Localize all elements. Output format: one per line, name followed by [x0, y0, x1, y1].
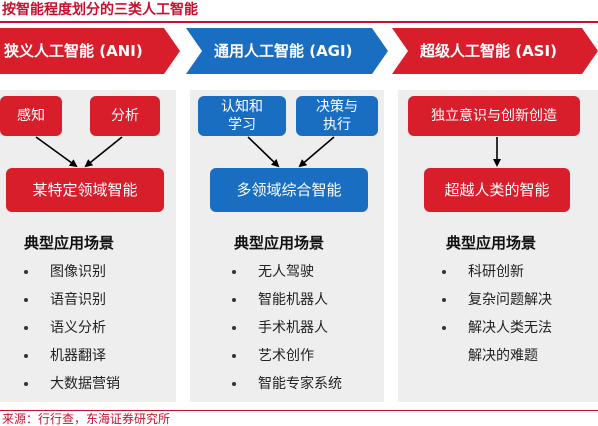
footer-divider [0, 410, 598, 411]
list-item: 机器翻译 [22, 342, 120, 370]
banner-agi-label: 通用人工智能 (AGI) [214, 42, 353, 60]
panel-agi [190, 90, 384, 402]
banner-ani-label: 狭义人工智能 (ANI) [4, 42, 143, 60]
list-item: 无人驾驶 [230, 258, 342, 286]
ani-app-list: 图像识别 语音识别 语义分析 机器翻译 大数据营销 [22, 258, 120, 398]
banner-ani: 狭义人工智能 (ANI) [0, 28, 180, 74]
title-divider [0, 21, 598, 23]
banner-asi-label: 超级人工智能 (ASI) [420, 42, 557, 60]
output-super-intelligence: 超越人类的智能 [424, 168, 570, 212]
asi-app-list: 科研创新 复杂问题解决 解决人类无法 解决的难题 [440, 258, 552, 370]
input-independent-consciousness: 独立意识与创新创造 [408, 96, 580, 136]
list-item: 解决人类无法 [440, 314, 552, 342]
agi-subtitle: 典型应用场景 [234, 234, 325, 252]
list-item: 科研创新 [440, 258, 552, 286]
output-general-intelligence: 多领域综合智能 [210, 168, 368, 212]
list-item: 语音识别 [22, 286, 120, 314]
arrow-agi-right [298, 136, 335, 168]
list-item: 手术机器人 [230, 314, 342, 342]
input-cognition-learning: 认知和 学习 [198, 96, 286, 136]
list-item: 语义分析 [22, 314, 120, 342]
list-item: 复杂问题解决 [440, 286, 552, 314]
panel-ani [0, 90, 176, 402]
input-perception: 感知 [0, 96, 62, 136]
panel-asi [398, 90, 598, 402]
list-item: 智能机器人 [230, 286, 342, 314]
input-analysis: 分析 [90, 96, 160, 136]
list-item: 大数据营销 [22, 370, 120, 398]
banner-asi: 超级人工智能 (ASI) [392, 28, 598, 74]
list-item: 艺术创作 [230, 342, 342, 370]
arrow-ani-left [35, 136, 78, 168]
figure-title: 按智能程度划分的三类人工智能 [2, 2, 198, 18]
list-item: 智能专家系统 [230, 370, 342, 398]
arrow-ani-right [84, 136, 123, 168]
list-item-continuation: 解决的难题 [468, 348, 538, 364]
arrow-agi-left [247, 136, 280, 168]
agi-app-list: 无人驾驶 智能机器人 手术机器人 艺术创作 智能专家系统 [230, 258, 342, 398]
input-decision-execution: 决策与 执行 [296, 96, 378, 136]
output-narrow-intelligence: 某特定领域智能 [6, 168, 164, 212]
ani-subtitle: 典型应用场景 [24, 234, 115, 252]
banner-agi: 通用人工智能 (AGI) [186, 28, 388, 74]
list-item: 图像识别 [22, 258, 120, 286]
source-note: 来源：行行查，东海证券研究所 [2, 412, 171, 426]
asi-subtitle: 典型应用场景 [446, 234, 537, 252]
